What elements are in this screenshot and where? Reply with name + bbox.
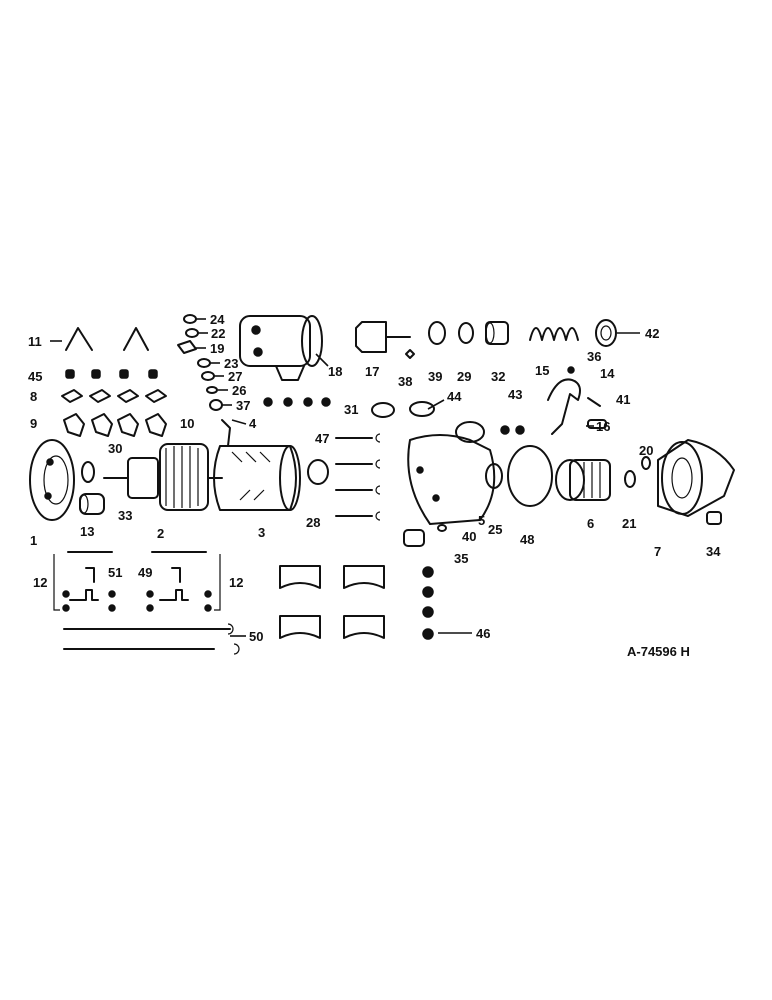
callout-4: 4: [249, 416, 257, 431]
brush-holder-part: [63, 413, 167, 437]
bushing-part: [485, 321, 509, 345]
callout-47: 47: [315, 431, 329, 446]
callout-48: 48: [520, 532, 534, 547]
callout-20: 20: [639, 443, 653, 458]
brush-part: [61, 389, 167, 403]
callout-10: 10: [180, 416, 194, 431]
callout-29: 29: [457, 369, 471, 384]
callout-7: 7: [654, 544, 661, 559]
screw-part: [171, 567, 181, 583]
callout-21: 21: [622, 516, 636, 531]
washer-part: [624, 470, 636, 488]
callout-6: 6: [587, 516, 594, 531]
terminal-part: [221, 419, 231, 447]
callout-43: 43: [508, 387, 522, 402]
o-ring-part: [507, 445, 553, 507]
callout-23: 23: [224, 356, 238, 371]
through-bolt-part: [335, 433, 381, 521]
drive-housing-part: [407, 421, 496, 525]
callout-34: 34: [706, 544, 721, 559]
callout-26: 26: [232, 383, 246, 398]
callout-1: 1: [30, 533, 37, 548]
screw-part: [65, 369, 158, 379]
washer-part: [641, 456, 651, 470]
callout-33: 33: [118, 508, 132, 523]
brush-spring-part: [65, 327, 149, 351]
nut-part: [515, 425, 525, 435]
plunger-part: [355, 321, 411, 353]
callout-50: 50: [249, 629, 263, 644]
callout-14: 14: [600, 366, 615, 381]
washer-part: [81, 461, 95, 483]
commutator-end-cover-part: [29, 439, 75, 521]
o-ring-part: [409, 401, 435, 417]
small-screw-part: [405, 349, 415, 359]
nut-part: [500, 425, 510, 435]
callout-36: 36: [587, 349, 601, 364]
washer-part: [458, 322, 474, 344]
callout-51: 51: [108, 565, 122, 580]
drive-pinion-part: [555, 459, 611, 501]
washer-part: [428, 321, 446, 345]
callout-41: 41: [616, 392, 630, 407]
callout-3: 3: [258, 525, 265, 540]
callout-27: 27: [228, 369, 242, 384]
callout-17: 17: [365, 364, 379, 379]
callout-labels: 1 2 3 4 5 6 7 8 9 10 11 12 12 13 14 15 1…: [28, 312, 721, 644]
washer-part: [485, 463, 503, 489]
callout-46: 46: [476, 626, 490, 641]
callout-5: 5: [478, 513, 485, 528]
callout-28: 28: [306, 515, 320, 530]
washer-part: [307, 459, 329, 485]
callout-49: 49: [138, 565, 152, 580]
callout-22: 22: [211, 326, 225, 341]
shift-lever-part: [547, 366, 607, 435]
callout-40: 40: [462, 529, 476, 544]
callout-12-left: 12: [33, 575, 47, 590]
bushing-part: [403, 529, 425, 547]
callout-18: 18: [328, 364, 342, 379]
brush-holder-plate-part: [53, 551, 221, 612]
callout-15: 15: [535, 363, 549, 378]
screw-part: [85, 567, 95, 583]
solenoid-part: [239, 315, 323, 381]
callout-16: 16: [596, 419, 610, 434]
collar-part: [595, 319, 617, 347]
callout-8: 8: [30, 389, 37, 404]
pole-shoe-part: [279, 565, 385, 639]
nose-housing-part: [657, 439, 735, 517]
armature-part: [103, 443, 223, 511]
plug-part: [706, 511, 722, 525]
callout-2: 2: [157, 526, 164, 541]
bushing-part: [79, 493, 105, 515]
nut-washer-part: [177, 314, 223, 411]
callout-30: 30: [108, 441, 122, 456]
long-through-bolt-part: [63, 623, 240, 655]
field-frame-part: [213, 445, 301, 511]
screw-part: [263, 397, 331, 407]
callout-32: 32: [491, 369, 505, 384]
figure-reference: A-74596 H: [627, 644, 690, 659]
callout-35: 35: [454, 551, 468, 566]
callout-9: 9: [30, 416, 37, 431]
callout-45: 45: [28, 369, 42, 384]
callout-44: 44: [447, 389, 462, 404]
o-ring-part: [371, 402, 395, 418]
spring-part: [529, 327, 579, 341]
callout-25: 25: [488, 522, 502, 537]
callout-37: 37: [236, 398, 250, 413]
leader-lines: [50, 318, 640, 637]
callout-12-right: 12: [229, 575, 243, 590]
pole-screw-part: [422, 566, 434, 640]
callout-19: 19: [210, 341, 224, 356]
callout-11: 11: [28, 334, 42, 349]
callout-13: 13: [80, 524, 94, 539]
small-pin-part: [437, 524, 447, 532]
callout-39: 39: [428, 369, 442, 384]
callout-31: 31: [344, 402, 358, 417]
callout-24: 24: [210, 312, 225, 327]
callout-42: 42: [645, 326, 659, 341]
callout-38: 38: [398, 374, 412, 389]
